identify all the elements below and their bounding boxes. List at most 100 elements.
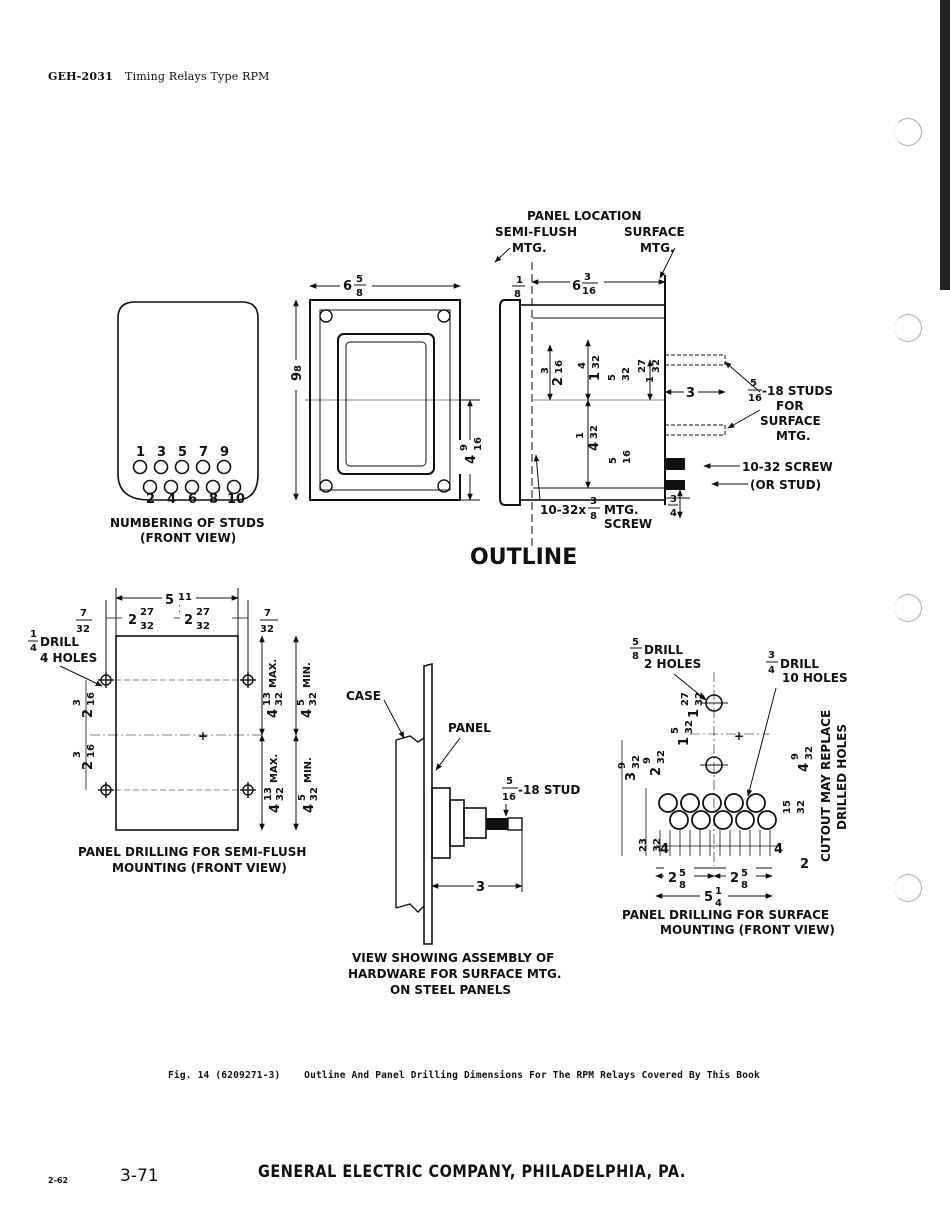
punch-hole-2 (894, 314, 922, 342)
mtg-screw-l1: MTG. (604, 503, 639, 517)
surface-hole (691, 810, 711, 830)
figure-caption: Fig. 14 (6209271-3) Outline And Panel Dr… (168, 1070, 760, 1081)
lower-dim-whole: 4 (464, 455, 479, 464)
sf-v-upper-whole: 2 (81, 709, 96, 718)
sf-drill-num: 1 (30, 629, 37, 640)
surface-hole (713, 810, 733, 830)
sf-center-mark: + (198, 729, 208, 743)
screw-note-l1: 10-32 SCREW (742, 460, 833, 474)
d4-whole: 4 (587, 442, 602, 451)
stud-number: 10 (227, 492, 245, 507)
sf-left-edge-num: 7 (80, 608, 87, 619)
stud-circle (132, 459, 148, 475)
stud-number: 8 (209, 492, 218, 507)
stud-number: 6 (188, 492, 197, 507)
s-v-small-num: 15 (782, 800, 793, 814)
page-number: 3-71 (120, 1166, 159, 1186)
stud-number: 7 (199, 445, 208, 460)
stud-note-l2: FOR (776, 399, 804, 413)
depth-dim-num: 3 (584, 272, 591, 283)
d2-whole: 1 (588, 372, 603, 381)
numbering-label-1: NUMBERING OF STUDS (110, 516, 265, 530)
assembly-stud-den: 16 (502, 792, 516, 803)
d1-den: 16 (554, 360, 565, 374)
stud-number: 1 (136, 445, 145, 460)
sf-span-left-whole: 2 (128, 613, 137, 628)
s-v-upper-whole: 1 (687, 709, 702, 718)
outline-title: OUTLINE (470, 545, 577, 570)
s-v-left-den: 32 (631, 755, 642, 769)
d3-den: 32 (651, 359, 662, 373)
punch-hole-1 (894, 118, 922, 146)
assembly-case: CASE (346, 689, 381, 703)
stud-circle (174, 459, 190, 475)
s-v-right-whole: 4 (797, 763, 812, 772)
stud-note-l4: MTG. (776, 429, 811, 443)
surface-label-2: MOUNTING (FRONT VIEW) (660, 923, 835, 937)
s-h-right-whole: 2 (730, 871, 739, 886)
sf-label-1: PANEL DRILLING FOR SEMI-FLUSH (78, 845, 306, 859)
stud-note-den: 16 (748, 393, 762, 404)
surface-hole (746, 793, 766, 813)
s-drill2-l1: DRILL (780, 657, 819, 671)
surface-hole (735, 810, 755, 830)
surface-hole (757, 810, 777, 830)
assembly-view: 3 CASE PANEL 5 16 -18 STUD VIEW SHOWING … (346, 662, 580, 997)
sf-v-lower-den: 16 (86, 744, 97, 758)
sf-max-lower-whole: 4 (268, 804, 283, 813)
stud-circle (205, 479, 221, 495)
surface-hole-rows (658, 793, 777, 856)
punch-hole-4 (894, 874, 922, 902)
stud-circle (163, 479, 179, 495)
stud-circle (184, 479, 200, 495)
sf-right-edge-den: 32 (260, 624, 274, 635)
footer-company: GENERAL ELECTRIC COMPANY, PHILADELPHIA, … (258, 1162, 686, 1182)
surface-label-1: PANEL DRILLING FOR SURFACE (622, 908, 829, 922)
depth-dim-den: 16 (582, 286, 596, 297)
assembly-dim: 3 (476, 880, 485, 895)
s-drill2-den: 4 (768, 665, 775, 676)
depth-dim-whole: 6 (572, 279, 581, 294)
sf-drill-l1: DRILL (40, 635, 79, 649)
figure-number: Fig. 14 (6209271-3) (168, 1070, 281, 1081)
sf-max-lower-den: 32 (275, 787, 286, 801)
flange-front-view: 6 5 8 9 8 4 9 16 (286, 274, 484, 501)
s-v-mid-whole: 1 (677, 737, 692, 746)
s-v-mid-num: 5 (670, 727, 681, 734)
s-v-left-whole: 3 (624, 772, 639, 781)
d2-den: 32 (591, 355, 602, 369)
panel-location-label: PANEL LOCATION (527, 209, 642, 223)
s-h-left-whole: 2 (668, 871, 677, 886)
assembly-label-1: VIEW SHOWING ASSEMBLY OF (352, 951, 554, 965)
s-h-two: 2 (800, 857, 809, 872)
s-v-left2-den: 32 (656, 750, 667, 764)
sf-min-lower-tag: MIN. (303, 757, 314, 783)
stud-circle (142, 479, 158, 495)
s-v-upper-den: 32 (694, 692, 705, 706)
surface-hole (724, 793, 744, 813)
sf-max-upper-whole: 4 (266, 709, 281, 718)
s-v-left2-whole: 2 (649, 767, 664, 776)
semi-flush-drilling: 5 11 16 2 27 32 2 27 32 7 32 7 32 + 2 3 … (28, 588, 320, 875)
numbering-label-2: (FRONT VIEW) (140, 531, 236, 545)
sf-min-upper-tag: MIN. (302, 662, 313, 688)
d4-num: 1 (575, 432, 586, 439)
sf-max-upper-den: 32 (274, 692, 285, 706)
binding-edge (940, 0, 950, 290)
footer-code: 2-62 (48, 1176, 69, 1185)
mtg-screw-den: 8 (590, 511, 597, 522)
height-dim-whole: 9 (290, 372, 305, 381)
sf-drill-l2: 4 HOLES (40, 651, 97, 665)
lower-dim-num: 9 (459, 444, 470, 451)
s-drill2-num: 3 (768, 650, 775, 661)
s-v-bottom-den: 32 (652, 838, 663, 852)
stud-circle (195, 459, 211, 475)
s-v-left2-num: 9 (642, 757, 653, 764)
sf-min-lower-num: 5 (297, 794, 308, 801)
sf-span-left-den: 32 (140, 621, 154, 632)
sf-span-right-den: 32 (196, 621, 210, 632)
d4-den: 32 (589, 425, 600, 439)
s-v-small-den: 32 (796, 800, 807, 814)
